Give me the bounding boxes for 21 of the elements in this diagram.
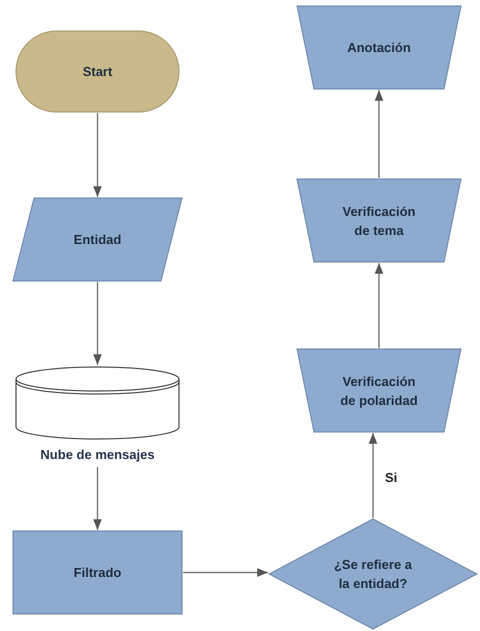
arrow <box>374 90 384 178</box>
manual-operation-trapezoid <box>296 178 462 263</box>
node-label: Nube de mensajes <box>39 446 156 464</box>
node-label: Verificación de tema <box>342 202 416 240</box>
arrow <box>368 433 378 518</box>
process-box <box>12 530 183 615</box>
arrow <box>93 467 102 530</box>
node-label: Verificación de polaridad <box>339 372 419 410</box>
arrow <box>374 263 384 348</box>
node-label: Filtrado <box>74 564 122 582</box>
arrow <box>93 282 102 365</box>
manual-operation-trapezoid <box>296 5 462 90</box>
node-label: Anotación <box>347 39 411 57</box>
arrow <box>183 568 268 577</box>
arrow <box>93 113 102 197</box>
decision-diamond <box>268 518 478 630</box>
input-parallelogram <box>12 197 183 282</box>
node-label: Entidad <box>74 231 122 249</box>
node-label: ¿Se refiere a la entidad? <box>332 556 414 593</box>
manual-operation-trapezoid <box>296 348 462 433</box>
node-label: Start <box>82 63 112 81</box>
